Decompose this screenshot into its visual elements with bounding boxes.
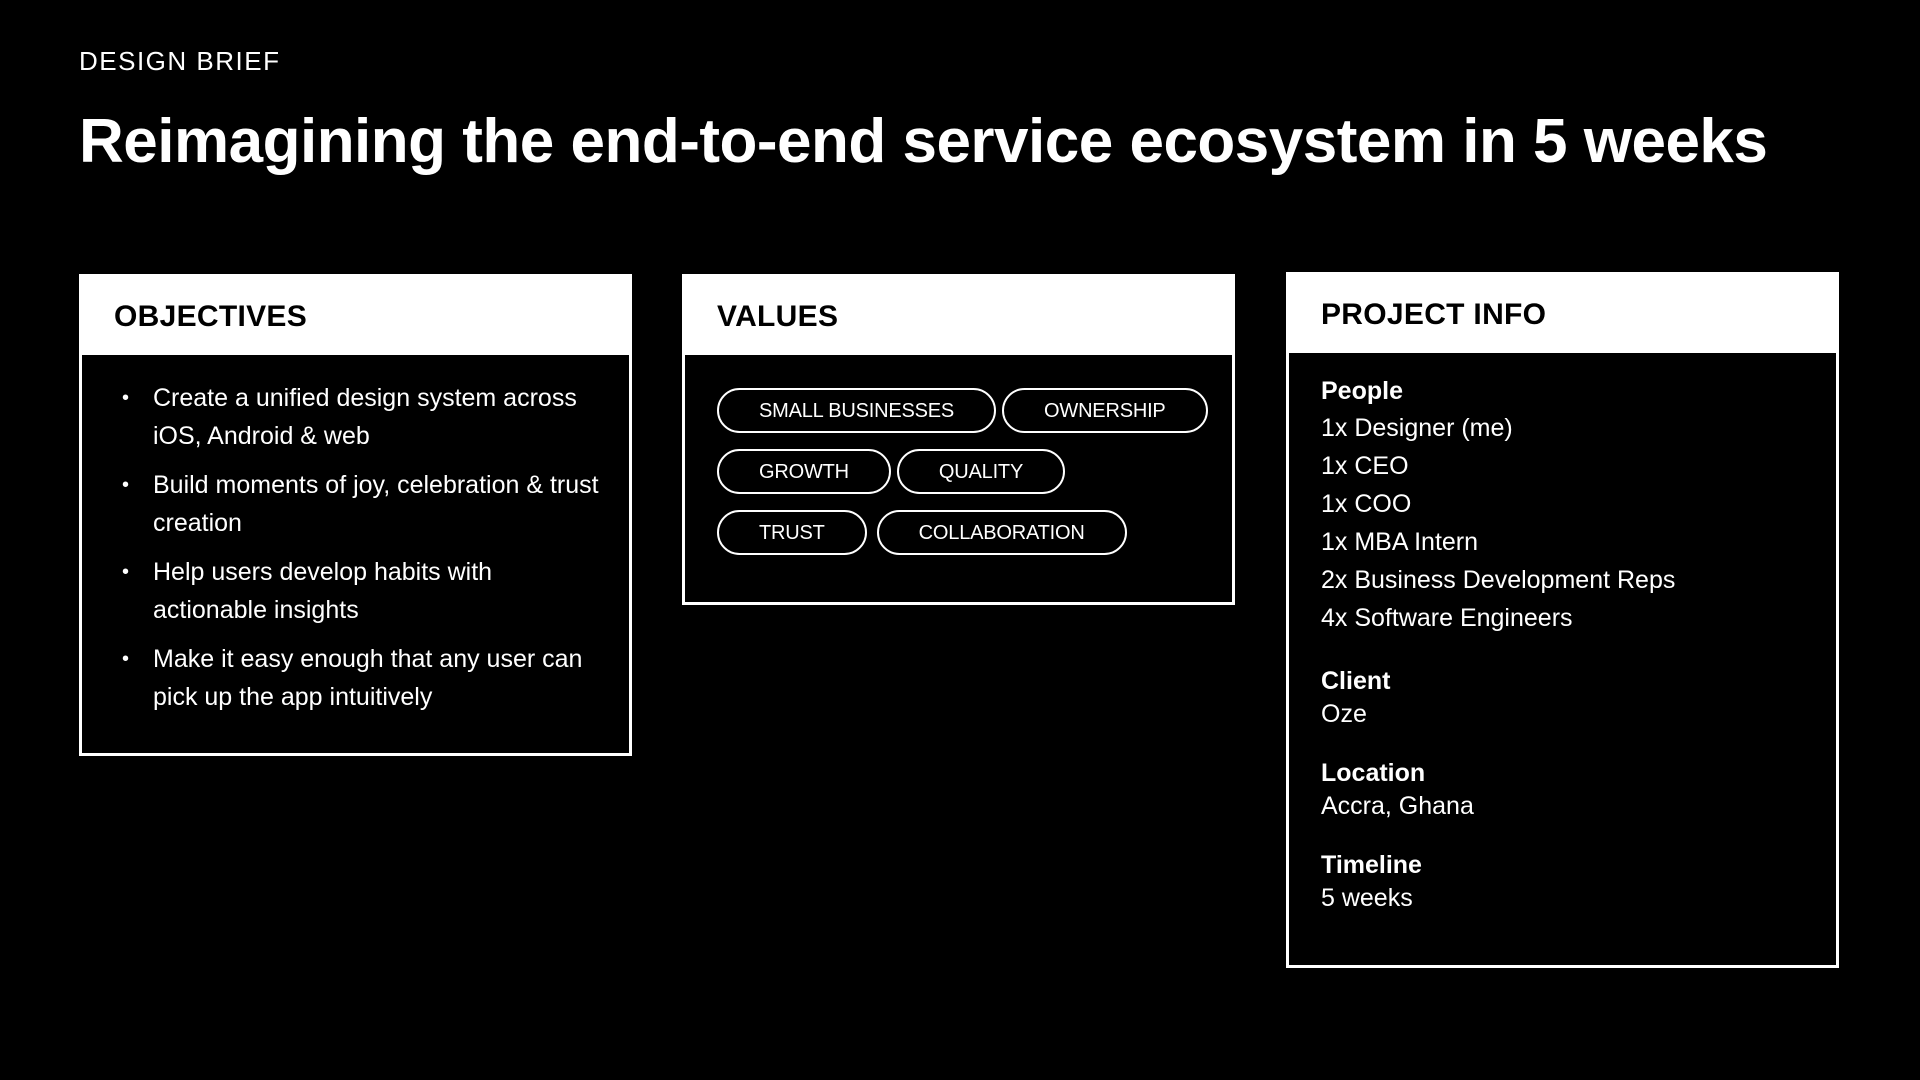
objectives-card: OBJECTIVES Create a unified design syste… <box>79 274 632 756</box>
timeline-label: Timeline <box>1321 851 1422 879</box>
values-card-title: VALUES <box>685 277 1232 355</box>
people-section: People 1x Designer (me) 1x CEO 1x COO 1x… <box>1321 373 1816 637</box>
objective-item: Help users develop habits with actionabl… <box>122 553 609 629</box>
value-pill-collaboration: COLLABORATION <box>876 510 1127 555</box>
value-pill-trust: TRUST <box>717 510 867 555</box>
objectives-card-title: OBJECTIVES <box>82 277 629 355</box>
page-title: Reimagining the end-to-end service ecosy… <box>79 107 1768 176</box>
client-section: Client Oze <box>1321 663 1816 729</box>
value-pill-growth: GROWTH <box>717 449 891 494</box>
value-pill-ownership: OWNERSHIP <box>1002 388 1208 433</box>
timeline-value: 5 weeks <box>1321 884 1413 912</box>
people-item: 1x COO <box>1321 490 1412 518</box>
objective-item: Make it easy enough that any user can pi… <box>122 640 609 716</box>
timeline-section: Timeline 5 weeks <box>1321 847 1816 913</box>
location-label: Location <box>1321 759 1426 787</box>
pill-row: GROWTH QUALITY <box>717 449 1212 494</box>
value-pill-small-businesses: SMALL BUSINESSES <box>717 388 997 433</box>
client-label: Client <box>1321 667 1391 695</box>
people-item: 1x CEO <box>1321 452 1409 480</box>
client-value: Oze <box>1321 700 1367 728</box>
objective-item: Create a unified design system across iO… <box>122 379 609 455</box>
people-item: 1x Designer (me) <box>1321 414 1513 442</box>
values-card: VALUES SMALL BUSINESSES OWNERSHIP GROWTH… <box>682 274 1235 605</box>
people-item: 4x Software Engineers <box>1321 604 1573 632</box>
people-item: 2x Business Development Reps <box>1321 566 1676 594</box>
people-item: 1x MBA Intern <box>1321 528 1479 556</box>
project-info-body: People 1x Designer (me) 1x CEO 1x COO 1x… <box>1289 353 1836 913</box>
eyebrow-label: DESIGN BRIEF <box>79 46 281 76</box>
project-info-card: PROJECT INFO People 1x Designer (me) 1x … <box>1286 272 1839 968</box>
location-value: Accra, Ghana <box>1321 792 1474 820</box>
objective-item: Build moments of joy, celebration & trus… <box>122 466 609 542</box>
objectives-list: Create a unified design system across iO… <box>82 355 629 716</box>
pill-row: TRUST COLLABORATION <box>717 510 1212 555</box>
values-pill-group: SMALL BUSINESSES OWNERSHIP GROWTH QUALIT… <box>685 355 1232 555</box>
project-info-card-title: PROJECT INFO <box>1289 275 1836 353</box>
value-pill-quality: QUALITY <box>896 449 1066 494</box>
location-section: Location Accra, Ghana <box>1321 755 1816 821</box>
pill-row: SMALL BUSINESSES OWNERSHIP <box>717 388 1212 433</box>
people-label: People <box>1321 377 1403 405</box>
